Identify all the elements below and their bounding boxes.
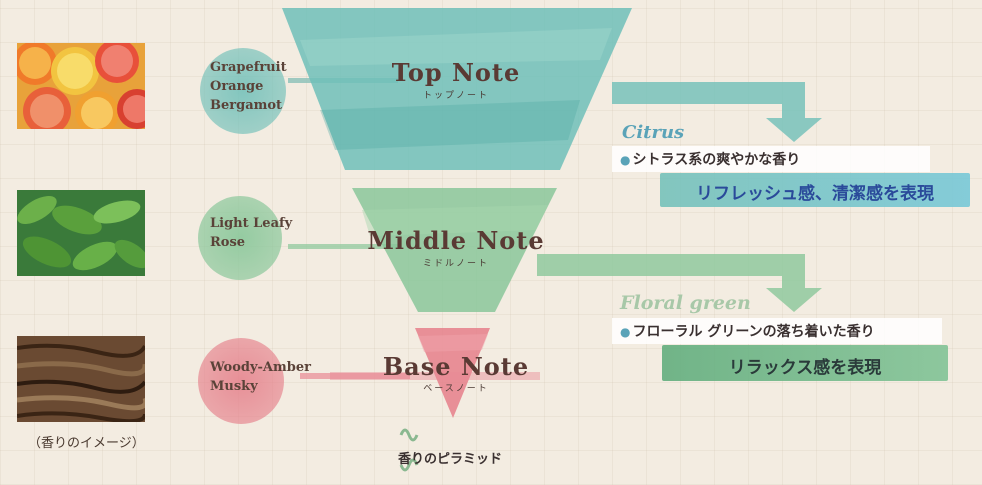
leaf-photo [17, 190, 145, 276]
pyramid-caption: 香りのピラミッド [398, 452, 503, 467]
ingredient: Rose [210, 235, 246, 250]
base-note-title: Base Note [382, 352, 530, 381]
citrus-description-text: シトラス系の爽やかな香り [632, 152, 801, 168]
ingredient: Grapefruit [210, 60, 287, 75]
ingredient: Musky [210, 379, 258, 394]
wood-photo [17, 336, 145, 422]
green-effect: リラックス感を表現 [728, 358, 882, 378]
middle-ingredients: Light Leafy Rose [210, 214, 292, 252]
ingredient: Light Leafy [210, 216, 293, 231]
ingredient: Bergamot [210, 98, 283, 113]
middle-note-section [352, 188, 557, 312]
green-description-text: フローラル グリーンの落ち着いた香り [632, 324, 875, 340]
top-ingredients: Grapefruit Orange Bergamot [210, 58, 287, 115]
green-arrow [537, 254, 822, 312]
top-ingredients-blob [200, 48, 286, 134]
green-effect-band [662, 345, 948, 381]
citrus-photo [17, 43, 145, 129]
citrus-description: ●シトラス系の爽やかな香り [620, 152, 801, 168]
green-category-label: Floral green [620, 292, 751, 314]
citrus-arrow [612, 82, 822, 142]
citrus-category-label: Citrus [622, 122, 685, 143]
top-note-section [282, 8, 632, 170]
green-desc-bg [612, 318, 942, 344]
top-note-subtitle: トップノート [422, 91, 489, 101]
citrus-effect: リフレッシュ感、清潔感を表現 [696, 184, 934, 204]
base-ingredients-blob [198, 338, 284, 424]
photo-caption: （香りのイメージ） [28, 436, 145, 451]
base-ingredients: Woody-Amber Musky [210, 358, 311, 396]
middle-note-title: Middle Note [367, 226, 545, 255]
top-note-title: Top Note [391, 58, 521, 87]
green-description: ●フローラル グリーンの落ち着いた香り [620, 324, 875, 340]
middle-ingredients-blob [198, 196, 282, 280]
ingredient: Woody-Amber [210, 360, 311, 375]
middle-note-subtitle: ミドルノート [422, 259, 489, 269]
ingredient: Orange [210, 79, 264, 94]
base-note-subtitle: ベースノート [423, 384, 489, 394]
citrus-effect-band [660, 173, 970, 207]
citrus-desc-bg [612, 146, 930, 172]
